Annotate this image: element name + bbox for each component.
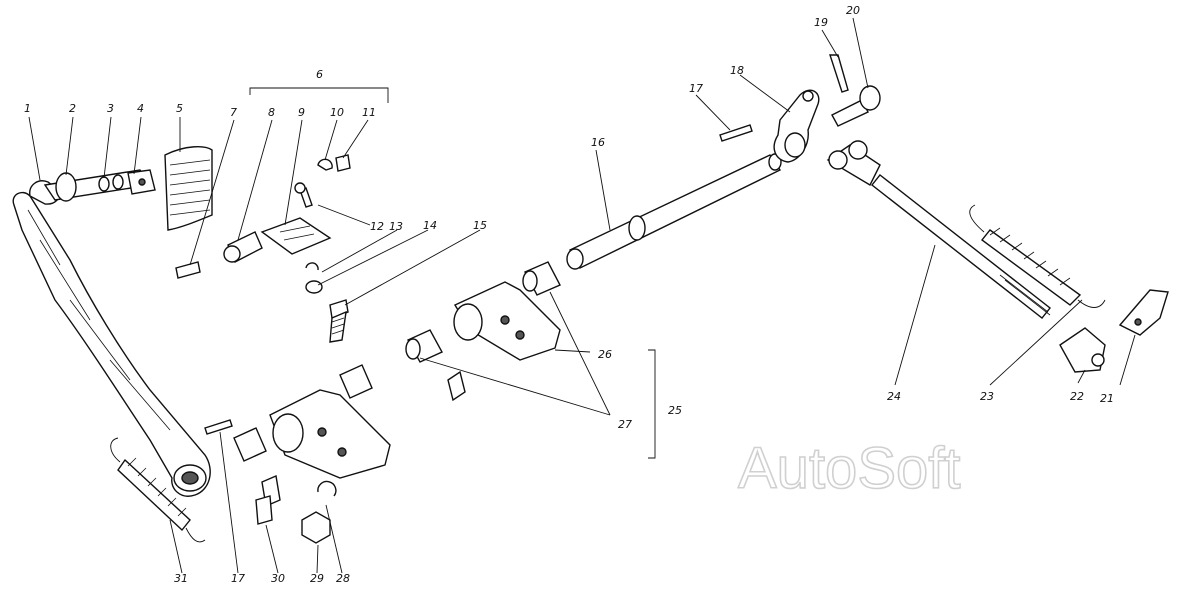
- callout-24: 24: [887, 390, 901, 403]
- pedal-shaft-assembly: [43, 169, 156, 202]
- support-bracket-lower: [269, 389, 391, 479]
- callout-5: 5: [176, 102, 183, 115]
- callout-31: 31: [174, 572, 188, 585]
- callout-25: 25: [668, 404, 682, 417]
- callout-21: 21: [1100, 392, 1114, 405]
- callout-labels: 1 2 3 4 5 6 7 8 9 10 11 12 13 14 15 16 1…: [24, 4, 1114, 585]
- callout-17-top: 17: [689, 82, 703, 95]
- callout-27: 27: [618, 418, 632, 431]
- clevis-pin: [831, 85, 881, 127]
- pedal-pad: [164, 146, 213, 231]
- callout-3: 3: [107, 102, 114, 115]
- callout-9: 9: [298, 106, 305, 119]
- leader-lines: [28, 17, 1136, 574]
- crank-arm: [773, 89, 820, 163]
- bushing-lower-a: [339, 364, 373, 399]
- callout-16: 16: [591, 136, 605, 149]
- callout-4: 4: [137, 102, 144, 115]
- callout-26: 26: [598, 348, 612, 361]
- callout-7: 7: [230, 106, 237, 119]
- callout-13: 13: [389, 220, 403, 233]
- support-bracket-upper: [453, 281, 561, 361]
- callout-20: 20: [846, 4, 860, 17]
- callout-6: 6: [316, 68, 323, 81]
- key-lower: [204, 419, 233, 435]
- callout-18: 18: [730, 64, 744, 77]
- pedal-small-parts: [175, 154, 351, 343]
- key-top: [719, 124, 753, 142]
- grease-fitting-lower: [255, 475, 281, 525]
- group-bracket-25: [648, 349, 656, 459]
- callout-15: 15: [473, 219, 487, 232]
- callout-17-bottom: 17: [231, 572, 245, 585]
- callout-1: 1: [24, 102, 31, 115]
- callout-10: 10: [330, 106, 344, 119]
- callout-23: 23: [980, 390, 994, 403]
- cross-shaft: [566, 153, 782, 270]
- adjust-block: [1059, 327, 1106, 373]
- pedal-lever: [12, 180, 211, 497]
- callout-8: 8: [268, 106, 275, 119]
- watermark: AutoSoft: [738, 436, 960, 501]
- callout-22: 22: [1070, 390, 1084, 403]
- return-spring-lower: [110, 437, 206, 543]
- callout-29: 29: [310, 572, 324, 585]
- group-bracket-6: [249, 87, 389, 103]
- callout-28: 28: [336, 572, 350, 585]
- callout-11: 11: [362, 106, 376, 119]
- callout-2: 2: [69, 102, 76, 115]
- callout-30: 30: [271, 572, 285, 585]
- callout-19: 19: [814, 16, 828, 29]
- nut: [301, 511, 331, 544]
- bushings-upper: [405, 261, 561, 363]
- lock-ring: [317, 480, 337, 497]
- grease-fitting-upper: [447, 370, 466, 402]
- pull-rod: [826, 140, 1051, 319]
- bushing-lower-b: [233, 427, 267, 462]
- spring-bracket: [1118, 289, 1169, 336]
- return-spring-upper: [969, 204, 1106, 308]
- callout-14: 14: [423, 219, 437, 232]
- cotter-pin: [829, 54, 849, 93]
- callout-12: 12: [370, 220, 384, 233]
